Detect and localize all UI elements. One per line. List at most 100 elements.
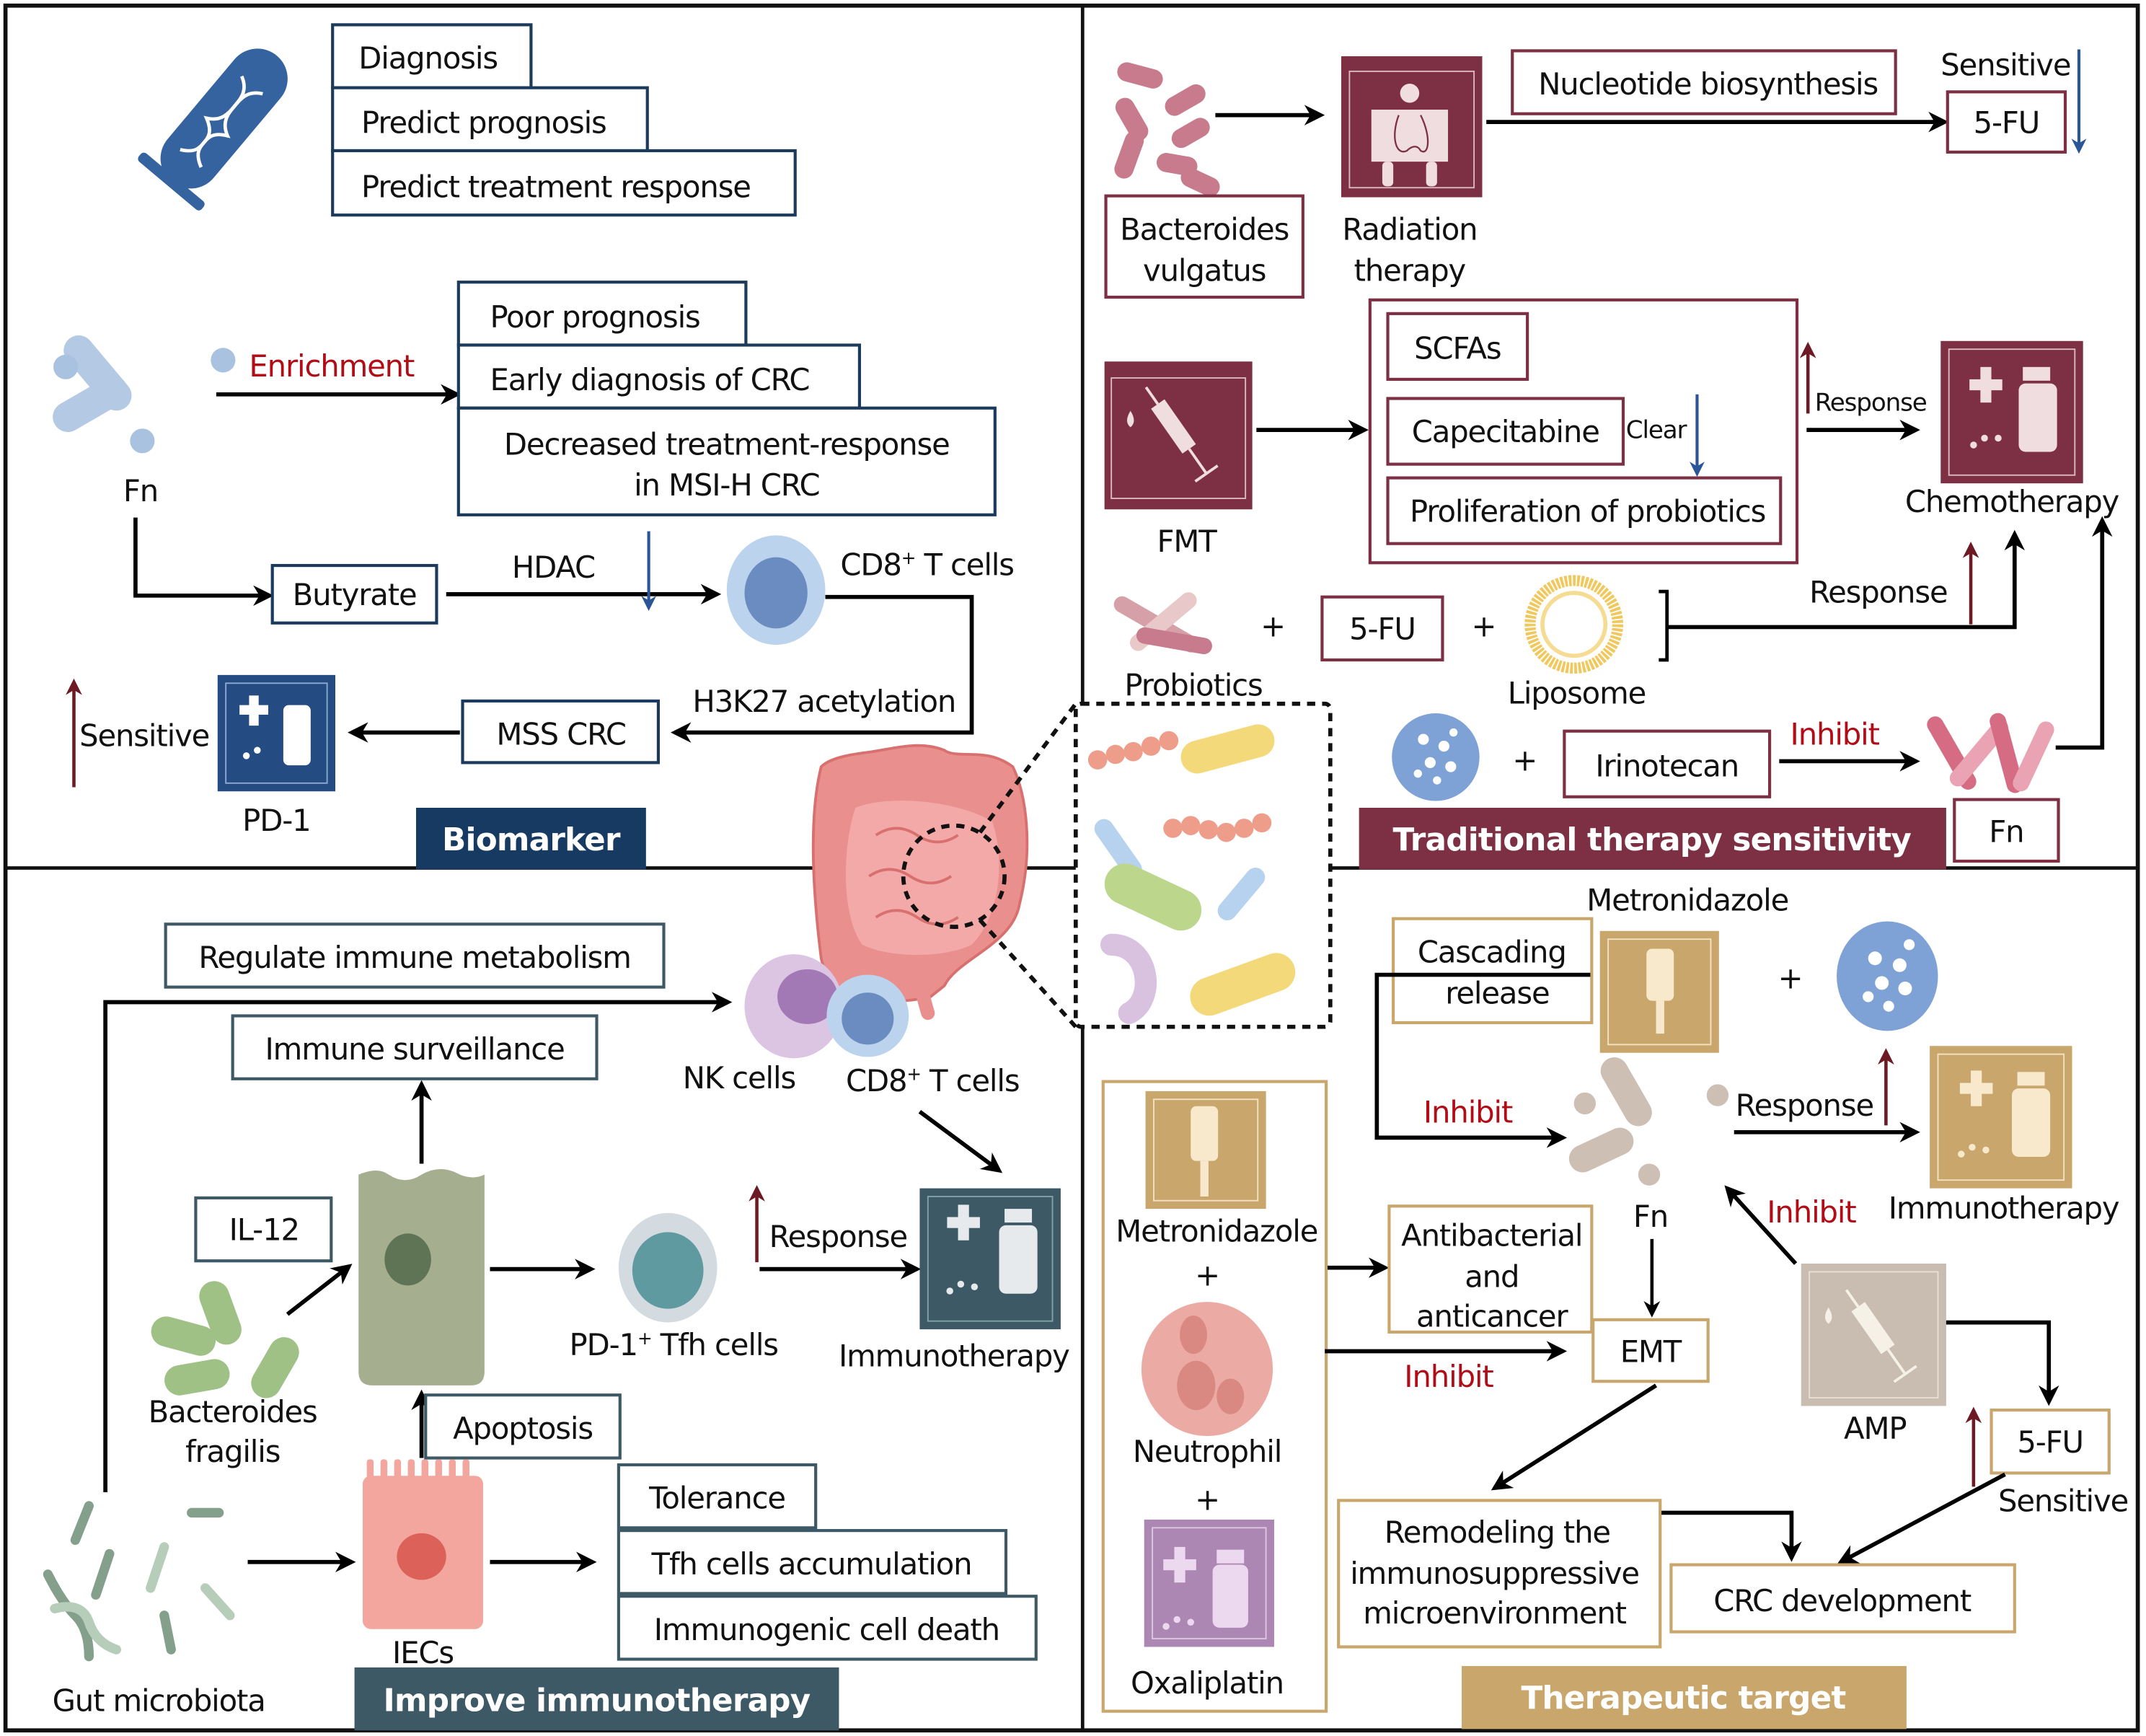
blue-bacterium-icon [1094,819,1142,879]
arrow-cd8-immuno [918,1110,1003,1173]
label-decreased-response-1: Decreased treatment-response [504,426,950,462]
zoom-line-bottom [978,918,1077,1028]
box-mss-crc [461,699,661,765]
neutrophil-icon [1141,1302,1273,1437]
section-therapeutic: Metronidazole Cascading release Inhibit … [1101,882,2129,1730]
box-nucleotide [1511,49,1897,115]
amp-syringe-icon [1801,1264,1946,1406]
label-diagnosis: Diagnosis [358,40,498,76]
box-antibacterial [1387,1204,1594,1334]
plus-therapeutic: + [1778,961,1803,996]
intestine-icon [811,744,1029,1021]
box-il12 [194,1196,333,1263]
box-butyrate [270,563,438,625]
yellow-bacterium-icon [1180,724,1275,774]
box-decreased-response [456,406,997,516]
therapeutic-label: Therapeutic target [1521,1680,1845,1717]
label-immunotherapy-bl: Immunotherapy [839,1338,1069,1373]
label-tfh: PD-1+ Tfh cells [570,1327,778,1362]
box-tfh-accumulation [617,1529,1008,1595]
box-irinotecan [1563,729,1772,798]
dna-tube-icon [138,48,288,211]
label-fn-therapeutic: Fn [1633,1199,1668,1234]
label-emt: EMT [1620,1334,1682,1370]
label-apoptosis: Apoptosis [453,1411,593,1446]
box-capecitabine [1386,397,1625,466]
label-oxaliplatin: Oxaliplatin [1131,1665,1284,1701]
label-gut-microbiota: Gut microbiota [53,1683,265,1719]
box-cascading [1392,917,1594,1025]
label-inhibit-cascade: Inhibit [1423,1095,1513,1130]
label-response-top: Response [1815,389,1927,418]
bacteroides-fragilis-icon [151,1281,299,1398]
label-probiotics: Probiotics [1124,667,1262,702]
label-nucleotide: Nucleotide biosynthesis [1538,66,1878,102]
plus-2: + [1471,609,1496,644]
zoom-line-top [978,702,1078,834]
gut-microbiota-icon [43,1501,235,1662]
label-bv-1: Bacteroides [1120,211,1289,247]
label-bf-1: Bacteroides [149,1394,317,1429]
cocci-chain-icon [1087,731,1272,842]
label-predict-prognosis: Predict prognosis [361,105,606,140]
label-response-mid: Response [1809,574,1947,609]
green-bacterium-icon [1104,863,1202,931]
label-amp: AMP [1844,1411,1906,1446]
label-cd8-t-cells-top: CD8+ T cells [840,547,1014,582]
fn-bacteria-pink-icon [1927,713,2054,793]
label-decreased-response-2: in MSI-H CRC [634,467,819,503]
box-fn-bottom [1953,798,2060,863]
label-anti-2: and [1465,1259,1519,1294]
plus-combo-1: + [1195,1257,1219,1292]
label-anti-1: Antibacterial [1401,1217,1582,1253]
box-5fu-mid [1320,595,1444,662]
arrow-emt-remodel [1491,1383,1658,1491]
label-il12: IL-12 [229,1212,299,1248]
chemotherapy-drug-icon [1940,340,2083,484]
bracket [1659,589,1669,662]
metronidazole-iv-icon [1145,1090,1266,1210]
label-nk-cells: NK cells [683,1060,795,1096]
traditional-label: Traditional therapy sensitivity [1393,821,1912,858]
label-inhibit-irinotecan: Inhibit [1790,717,1880,752]
fn-bacteria-icon [53,335,236,454]
label-sensitive-therapeutic: Sensitive [1998,1484,2128,1519]
biomarker-label-bg [415,807,646,870]
yellow-bacterium-icon-2 [1190,953,1296,1016]
arrow-5fu-crc [1837,1472,2006,1564]
label-response-immuno: Response [769,1219,907,1254]
plus-1: + [1260,609,1285,644]
label-tolerance: Tolerance [648,1481,785,1516]
label-iecs: IECs [392,1635,454,1670]
arrow-amp-fn [1724,1185,1798,1265]
box-proliferation [1386,476,1783,545]
cd8-t-cell-icon [726,535,826,646]
box-apoptosis [424,1393,622,1460]
label-immunogenic: Immunogenic cell death [654,1612,999,1647]
label-remodel-2: immunosuppressive [1350,1556,1639,1591]
immunotherapy-drug-icon-gold [1930,1046,2072,1189]
nanoparticle-icon-top [1392,713,1480,801]
label-response-therapeutic: Response [1736,1088,1873,1123]
immunotherapy-drug-icon [919,1188,1061,1330]
box-emt [1591,1318,1710,1383]
liposome-icon [1524,575,1623,674]
section-immunotherapy: Regulate immune metabolism Immune survei… [43,922,1070,1731]
label-5fu-therapeutic: 5-FU [2017,1424,2083,1460]
label-5fu-top: 5-FU [1974,105,2040,140]
oxaliplatin-drug-icon [1144,1519,1274,1647]
label-sensitive-top: Sensitive [1940,48,2070,83]
section-traditional: Bacteroides vulgatus Radiation therapy N… [1104,48,2120,870]
label-fmt: FMT [1157,524,1217,559]
label-immunotherapy-br: Immunotherapy [1889,1190,2119,1225]
immunotherapy-label: Improve immunotherapy [384,1683,811,1719]
box-scfas [1386,312,1529,382]
metronidazole-iv-icon-top [1599,930,1719,1053]
label-regulate: Regulate immune metabolism [198,940,630,975]
blue-bacterium-icon-2 [1217,868,1266,921]
label-h3k27: H3K27 acetylation [692,684,955,719]
label-irinotecan: Irinotecan [1595,748,1739,783]
probiotics-icon [1113,592,1212,655]
label-anti-3: anticancer [1416,1298,1568,1334]
